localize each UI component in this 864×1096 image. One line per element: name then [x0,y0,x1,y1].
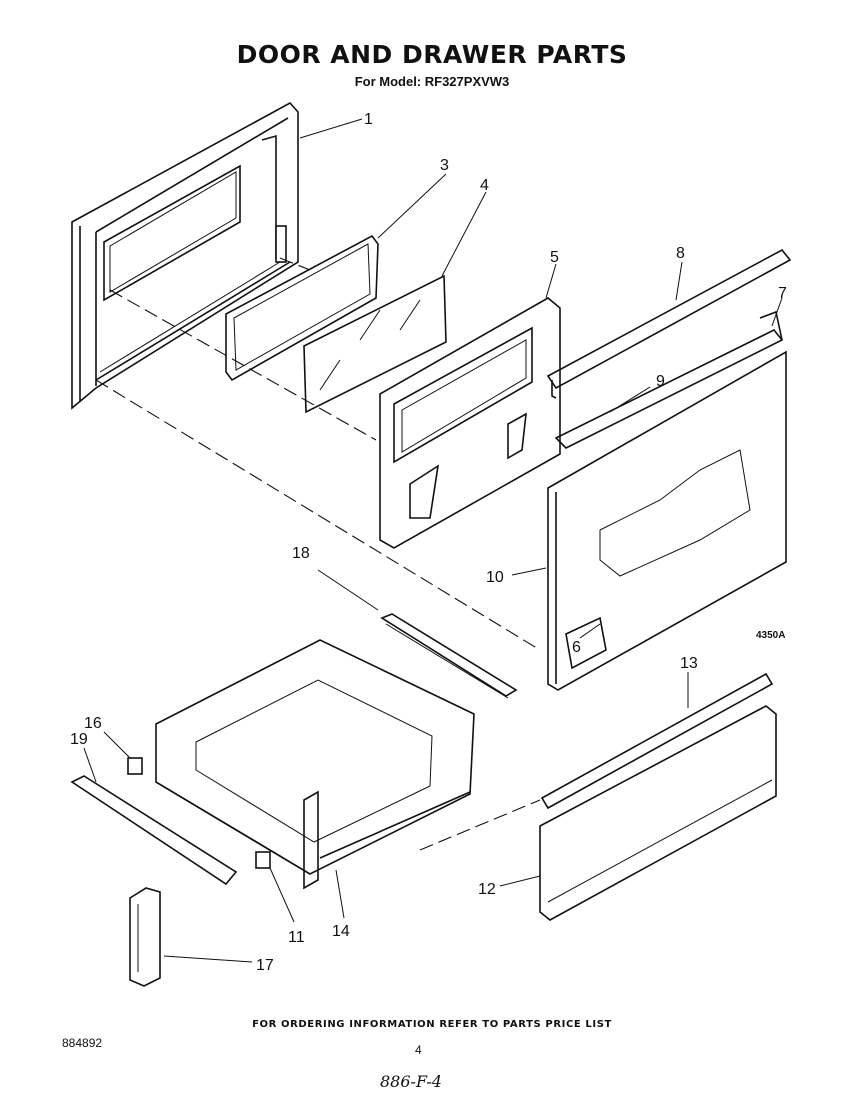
part-label-5: 5 [550,249,559,266]
assembly-line [279,257,311,271]
part-label-9: 9 [656,373,665,390]
drawer-body-part [155,639,475,890]
part-label-16: 16 [84,715,102,732]
part-label-3: 3 [440,157,449,174]
inner-door-panel-part [379,297,561,549]
model-subtitle: For Model: RF327PXVW3 [354,74,510,89]
drawer-rail-part [70,757,238,886]
part-label-18: 18 [292,545,310,562]
part-label-4: 4 [480,177,489,194]
door-frame-part [71,101,299,410]
clip-part [255,851,271,869]
part-label-13: 13 [680,655,698,672]
assembly-line [419,799,541,851]
document-number: 884892 [62,1036,103,1050]
part-label-17: 17 [256,957,274,974]
top-trim-part [546,248,792,399]
page-number: 4 [415,1043,422,1057]
part-label-7: 7 [778,285,787,302]
part-label-8: 8 [676,245,685,262]
door-handle-part [554,310,784,449]
drawer-slide-part [380,613,518,699]
part-label-11: 11 [288,929,305,946]
outer-door-part [547,350,787,691]
assembly-line [95,379,541,651]
part-label-12: 12 [478,881,496,898]
window-glass-part [303,274,447,414]
drawer-trim-part [540,672,774,810]
handwritten-note: 886-F-4 [380,1072,442,1091]
part-label-14: 14 [332,923,350,940]
drawing-code: 4350A [756,630,786,641]
window-gasket-part [225,234,379,382]
part-label-1: 1 [364,111,373,128]
part-number-labels: 1 3 4 5 8 7 9 18 10 6 13 16 19 12 11 14 … [70,111,787,974]
part-label-19: 19 [70,731,88,748]
leader-lines [83,118,783,963]
part-label-10: 10 [486,569,504,586]
part-label-6: 6 [572,639,581,656]
assembly-line [109,289,377,441]
side-cap-part [129,887,161,987]
page-title: DOOR AND DRAWER PARTS [236,40,628,69]
ordering-note: FOR ORDERING INFORMATION REFER TO PARTS … [252,1019,612,1030]
drawer-front-part [539,705,777,921]
